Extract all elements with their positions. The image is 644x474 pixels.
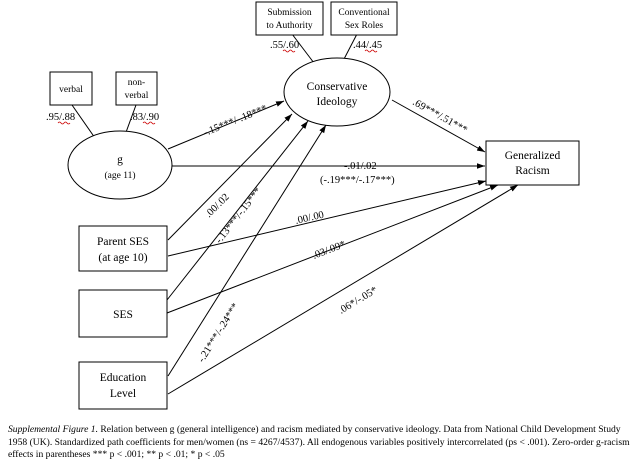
coef-parent-conservative: .00/.02 [203,192,231,220]
education-line-1: Education [100,372,147,384]
coef-parent-racism: .00/.00 [294,210,325,227]
line-verbal-g [71,104,96,139]
arrow-education-conservative [167,124,327,377]
coef-education-conservative: -.21***/-.24*** [196,301,241,364]
arrow-conservative-racism [391,99,486,153]
loading-verbal: .95/.88 [46,112,75,123]
conventional-line-2: Sex Roles [345,21,384,31]
node-verbal: verbal [49,71,93,106]
connections [71,33,519,395]
figure-caption: Supplemental Figure 1. Relation between … [8,424,633,462]
submission-line-2: to Authority [266,21,312,31]
coef-conservative-racism: .69***/.51*** [411,97,469,136]
arrow-g-conservative [167,100,285,150]
g-label: g [117,154,123,166]
loading-nonverbal: .83/.90 [130,112,159,123]
submission-line-1: Submission [267,8,312,18]
racism-line-1: Generalized [505,150,561,162]
arrow-education-racism [167,184,519,395]
node-generalized-racism: Generalized Racism [485,140,580,186]
conservative-line-1: Conservative [307,81,368,93]
g-sublabel: (age 11) [104,170,135,181]
coef-g-conservative: -.15***/-.18*** [202,103,269,139]
line-submission-conservative [291,33,315,64]
line-conventional-conservative [342,33,358,62]
node-education: Education Level [78,361,168,410]
arrow-ses-racism [166,184,499,314]
education-line-2: Level [110,388,136,400]
arrow-ses-conservative [166,120,309,301]
nonverbal-line-1: non- [128,78,145,88]
caption-figure-label: Supplemental Figure 1. [8,424,98,435]
loading-submission: .55/.60 [270,40,299,51]
coef-ses-racism: .03/.09* [311,239,347,262]
spellcheck-squiggles [57,49,378,125]
node-g: g (age 11) [67,130,173,200]
line-nonverbal-g [124,104,137,136]
coef-g-racism-zero-order: (-.19***/-.17***) [320,175,395,186]
parent-ses-line-2: (at age 10) [98,252,147,264]
node-conservative-ideology: Conservative Ideology [283,57,391,127]
node-parent-ses: Parent SES (at age 10) [78,225,168,272]
node-conventional: Conventional Sex Roles [330,1,398,36]
coef-g-racism: -.01/.02 [344,161,377,172]
conservative-line-2: Ideology [317,96,358,108]
verbal-label: verbal [59,85,83,95]
racism-line-2: Racism [515,165,550,177]
node-nonverbal: non- verbal [115,71,158,106]
node-ses: SES [78,289,168,338]
arrow-parent-conservative [167,113,293,241]
conventional-line-1: Conventional [338,8,390,18]
loading-conventional: .44/.45 [353,40,382,51]
nonverbal-line-2: verbal [125,91,149,101]
node-submission: Submission to Authority [255,1,324,36]
ses-label: SES [113,309,133,321]
caption-text: Relation between g (general intelligence… [8,424,630,460]
arrow-parent-racism [167,180,487,257]
parent-ses-line-1: Parent SES [97,236,149,248]
